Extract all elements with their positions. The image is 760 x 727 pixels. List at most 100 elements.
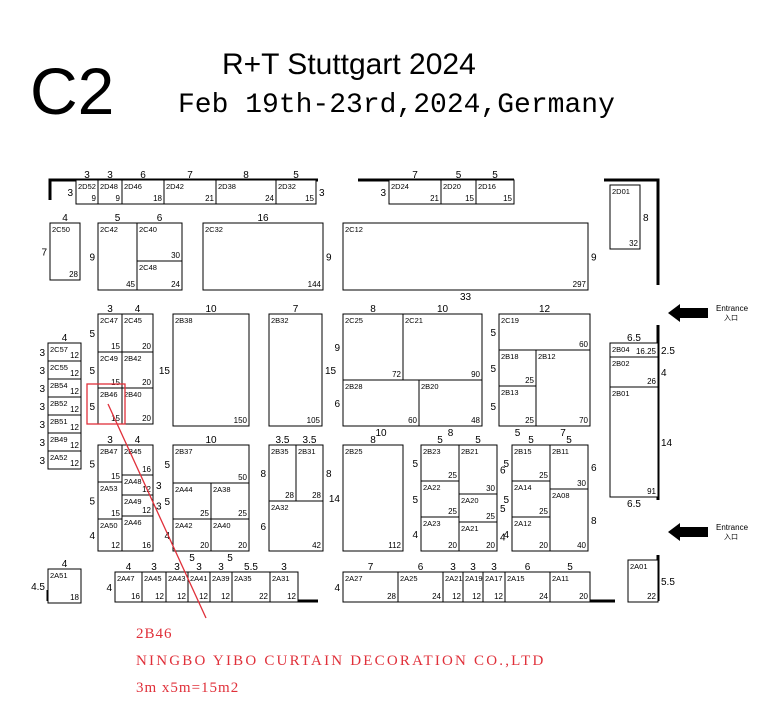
booth-2A47[interactable] [114, 571, 143, 603]
booth-2A42[interactable] [172, 518, 212, 552]
booth-id-2A19: 2A19 [465, 574, 483, 583]
booth-depth-2B32: 15 [325, 366, 337, 377]
booth-2D24[interactable] [388, 179, 442, 205]
booth-id-2B38: 2B38 [175, 316, 193, 325]
highlight-leader-line [107, 403, 207, 619]
booth-2B47[interactable] [97, 444, 123, 483]
booth-2C32[interactable] [202, 222, 324, 291]
booth-2C48[interactable] [136, 260, 183, 291]
booth-2D01[interactable] [609, 184, 641, 250]
highlight-booth-box[interactable] [86, 383, 126, 425]
booth-id-2B54: 2B54 [50, 381, 68, 390]
booth-2A46[interactable] [121, 515, 154, 552]
booth-2A01[interactable] [627, 559, 659, 603]
booth-2D16[interactable] [475, 179, 515, 205]
booth-2B21[interactable] [458, 444, 498, 495]
booth-id-2C57: 2C57 [50, 345, 68, 354]
booth-id-2C25: 2C25 [345, 316, 363, 325]
booth-2B13[interactable] [498, 385, 537, 427]
booth-2A21[interactable] [458, 521, 498, 552]
booth-2B11[interactable] [549, 444, 589, 490]
booth-area-2B01: 91 [647, 487, 656, 496]
booth-depth-2D01: 8 [643, 213, 649, 224]
booth-depth-2B47: 5 [89, 460, 95, 471]
booth-2B15[interactable] [511, 444, 551, 482]
booth-id-2A38: 2A38 [213, 485, 231, 494]
booth-2D46[interactable] [121, 179, 165, 205]
booth-area-2A32: 42 [312, 541, 321, 550]
entrance-1[interactable] [668, 304, 708, 322]
booth-area-2B04: 16.25 [636, 347, 657, 356]
booth-2A25[interactable] [397, 571, 444, 603]
booth-2A35[interactable] [231, 571, 271, 603]
booth-2B23[interactable] [420, 444, 460, 482]
booth-width-2D48: 3 [107, 170, 113, 181]
booth-2C50[interactable] [49, 222, 81, 281]
booth-width-2A31: 3 [281, 562, 287, 573]
booth-depth-2C57: 3 [39, 348, 45, 359]
booth-area-2A08: 40 [577, 541, 586, 550]
booth-depth-2A48: 3 [156, 481, 162, 492]
booth-2A12[interactable] [511, 516, 551, 552]
booth-2B35[interactable] [268, 444, 297, 502]
booth-depth-2B25: 14 [329, 494, 341, 505]
booth-width-2A43: 3 [174, 562, 180, 573]
booth-depth-2B38: 15 [159, 366, 171, 377]
booth-2B25[interactable] [342, 444, 404, 552]
booth-2D32[interactable] [275, 179, 317, 205]
booth-id-2D42: 2D42 [166, 182, 184, 191]
booth-2A53[interactable] [97, 481, 123, 520]
booth-2A23[interactable] [420, 516, 460, 552]
booth-id-2A12: 2A12 [514, 519, 532, 528]
booth-2B40[interactable] [121, 387, 154, 425]
booth-area-2D42: 21 [205, 194, 214, 203]
booth-2B38[interactable] [172, 313, 250, 427]
booth-id-2C21: 2C21 [405, 316, 423, 325]
booth-width-2B31: 3.5 [303, 435, 317, 446]
booth-2A50[interactable] [97, 518, 123, 552]
booth-width-2C12: 33 [460, 292, 472, 303]
booth-area-2D16: 15 [503, 194, 512, 203]
booth-2B20[interactable] [418, 379, 483, 427]
booth-2B01[interactable] [609, 386, 659, 498]
booth-depth-2B13: 5 [490, 402, 496, 413]
booth-2C12[interactable] [342, 222, 589, 291]
booth-2B32[interactable] [268, 313, 323, 427]
booth-id-2A15: 2A15 [507, 574, 525, 583]
booth-2D42[interactable] [163, 179, 217, 205]
booth-area-2A12: 20 [539, 541, 548, 550]
booth-depth-2A22: 5 [412, 495, 418, 506]
booth-2A32[interactable] [268, 500, 324, 552]
booth-2B12[interactable] [535, 349, 591, 427]
booth-id-2B49: 2B49 [50, 435, 68, 444]
booth-2C42[interactable] [97, 222, 138, 291]
booth-2C45[interactable] [121, 313, 154, 353]
booth-2A27[interactable] [342, 571, 399, 603]
booth-2A44[interactable] [172, 482, 212, 520]
booth-2C40[interactable] [136, 222, 183, 262]
booth-2A52[interactable] [47, 450, 82, 470]
booth-2A20[interactable] [458, 493, 498, 523]
booth-2B37[interactable] [172, 444, 250, 484]
booth-width-2B21: 5 [475, 435, 481, 446]
booth-2B45[interactable] [121, 444, 154, 476]
booth-2C19[interactable] [498, 313, 591, 351]
booth-depth-2A32: 6 [260, 522, 266, 533]
booth-area-2B46: 15 [111, 414, 120, 423]
booth-2A22[interactable] [420, 480, 460, 518]
booth-id-2A49: 2A49 [124, 497, 142, 506]
booth-2A51[interactable] [47, 568, 82, 604]
booth-2D48[interactable] [97, 179, 123, 205]
booth-2A38[interactable] [210, 482, 250, 520]
booth-2A40[interactable] [210, 518, 250, 552]
booth-depth-2B01: 14 [661, 438, 673, 449]
entrance-2[interactable] [668, 523, 708, 541]
booth-id-2B25: 2B25 [345, 447, 363, 456]
booth-id-2C49: 2C49 [100, 354, 118, 363]
booth-2A31[interactable] [269, 571, 299, 603]
highlight-size: 3m x5m=15m2 [136, 680, 240, 696]
booth-area-2A47: 16 [131, 592, 140, 601]
booth-depth-2B37: 5 [164, 460, 170, 471]
booth-2A11[interactable] [549, 571, 591, 603]
booth-2B28[interactable] [342, 379, 420, 427]
